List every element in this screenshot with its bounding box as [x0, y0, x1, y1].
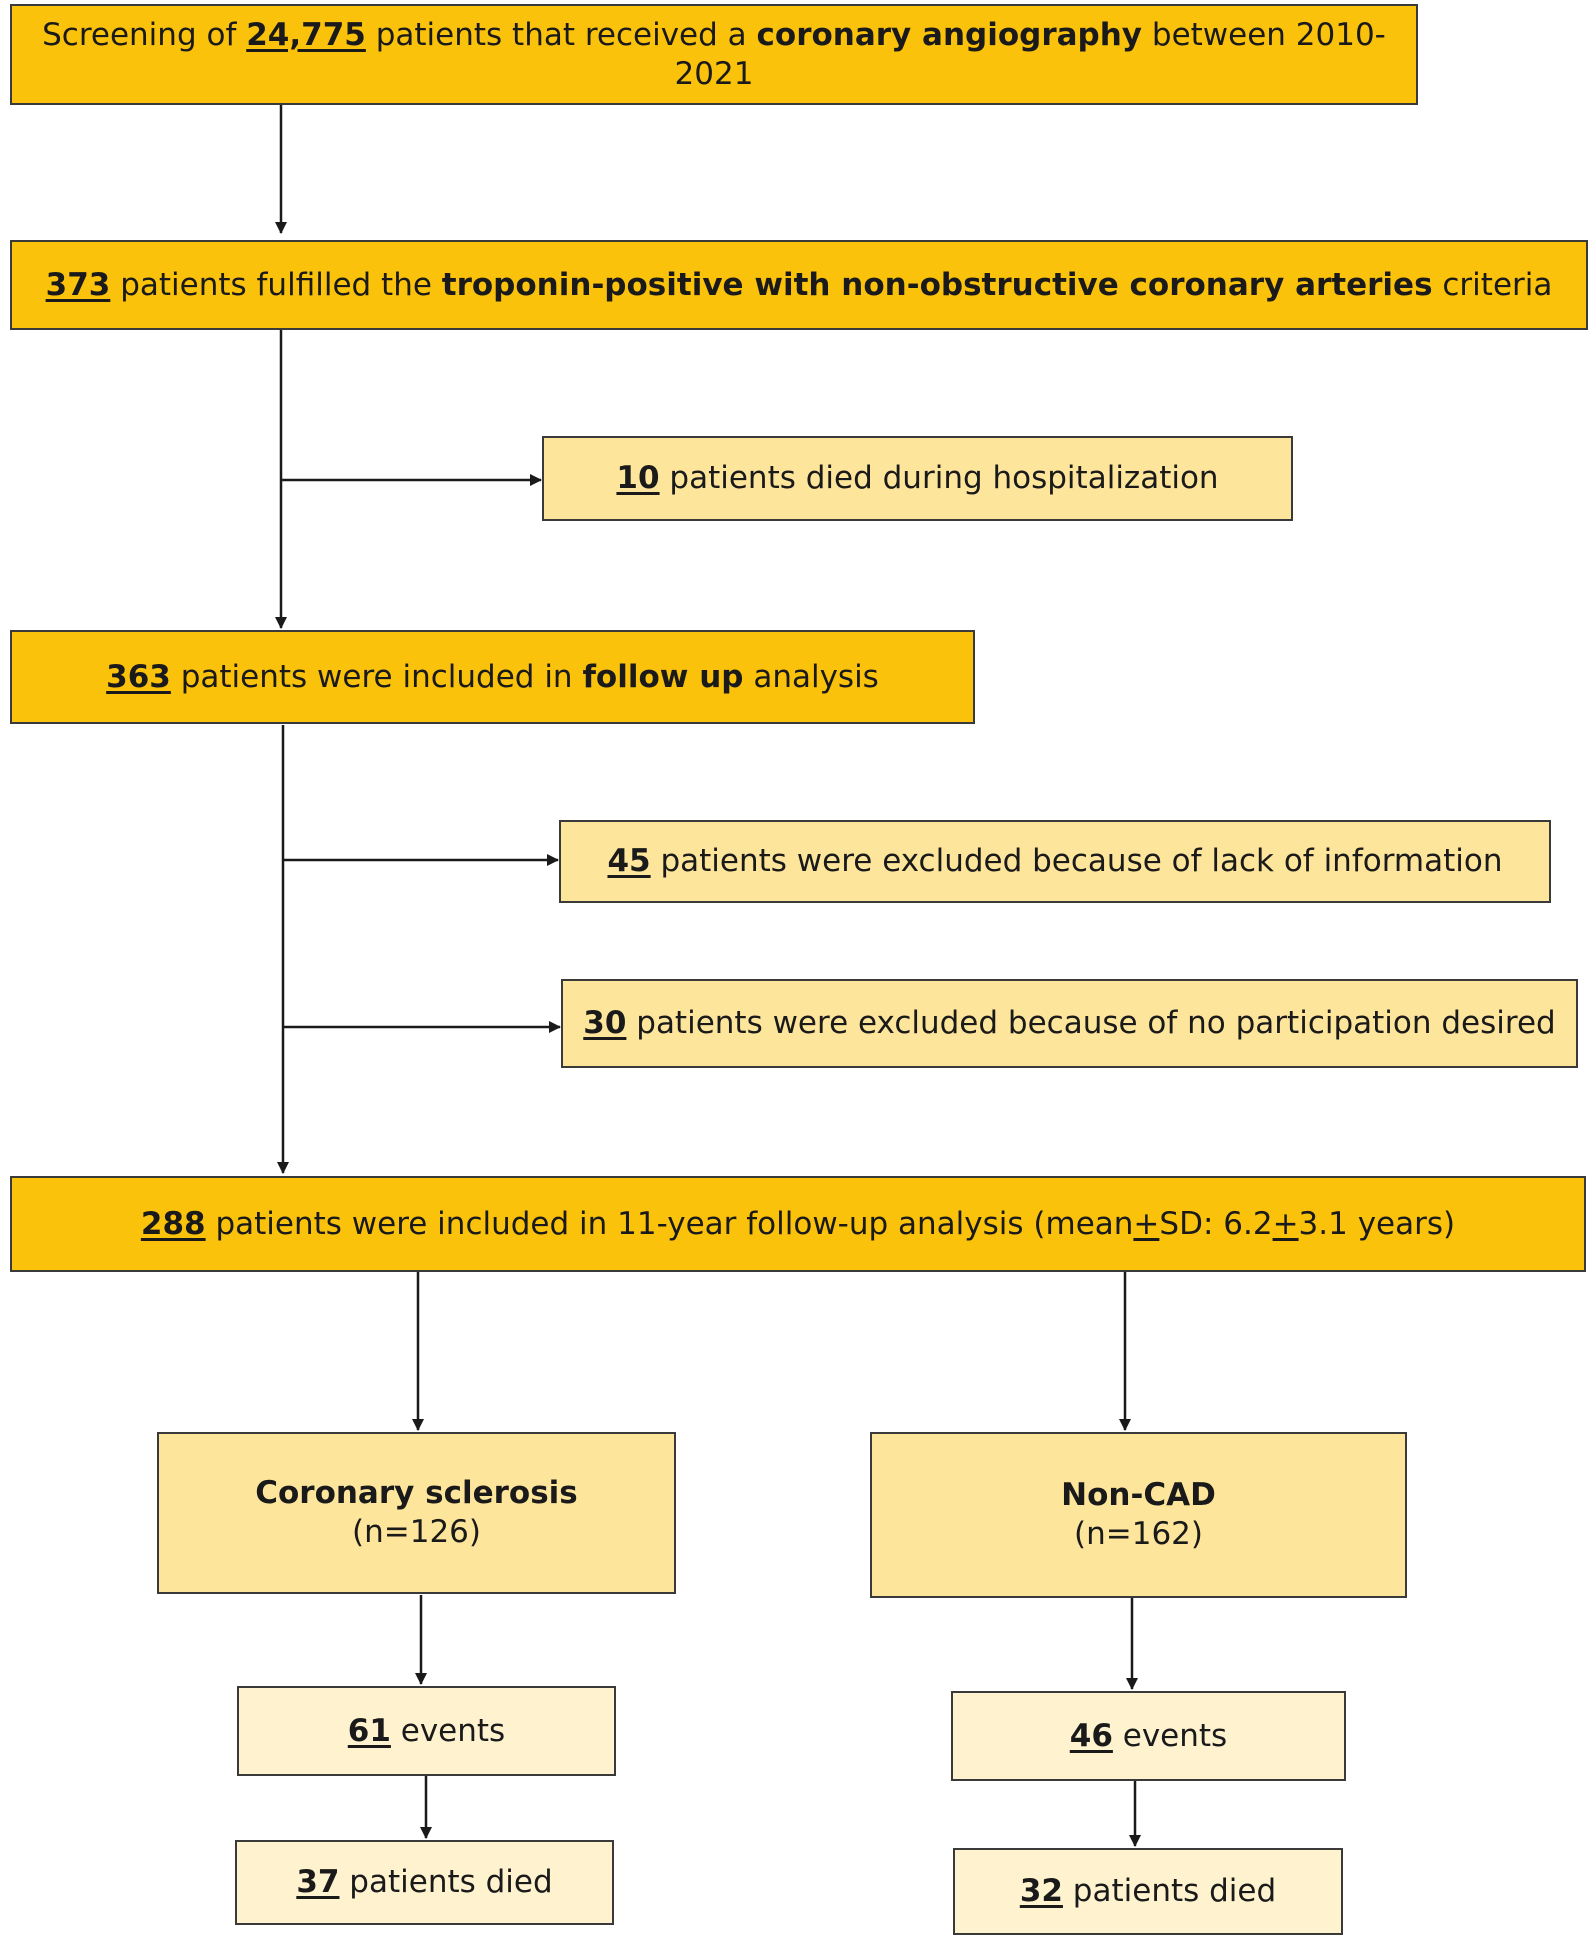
group-title: Non-CAD: [1061, 1477, 1216, 1514]
group-title: Coronary sclerosis: [255, 1475, 578, 1512]
excluded-lack-info-box: 45 patients were excluded because of lac…: [559, 820, 1551, 903]
follow-up-box: 363 patients were included in follow up …: [10, 630, 975, 724]
coronary-sclerosis-group-box: Coronary sclerosis (n=126): [157, 1432, 676, 1594]
left-died-box: 37 patients died: [235, 1840, 614, 1925]
group-count: (n=126): [352, 1514, 481, 1550]
inclusion-criteria-box: 373 patients fulfilled the troponin-posi…: [10, 240, 1588, 330]
right-died-box: 32 patients died: [953, 1848, 1343, 1935]
right-events-box: 46 events: [951, 1691, 1346, 1781]
died-hospitalization-box: 10 patients died during hospitalization: [542, 436, 1293, 521]
group-count: (n=162): [1074, 1516, 1203, 1552]
non-cad-group-box: Non-CAD (n=162): [870, 1432, 1407, 1598]
eleven-year-follow-up-box: 288 patients were included in 11-year fo…: [10, 1176, 1586, 1272]
left-events-box: 61 events: [237, 1686, 616, 1776]
screening-box: Screening of 24,775 patients that receiv…: [10, 4, 1418, 105]
excluded-no-participation-box: 30 patients were excluded because of no …: [561, 979, 1578, 1068]
